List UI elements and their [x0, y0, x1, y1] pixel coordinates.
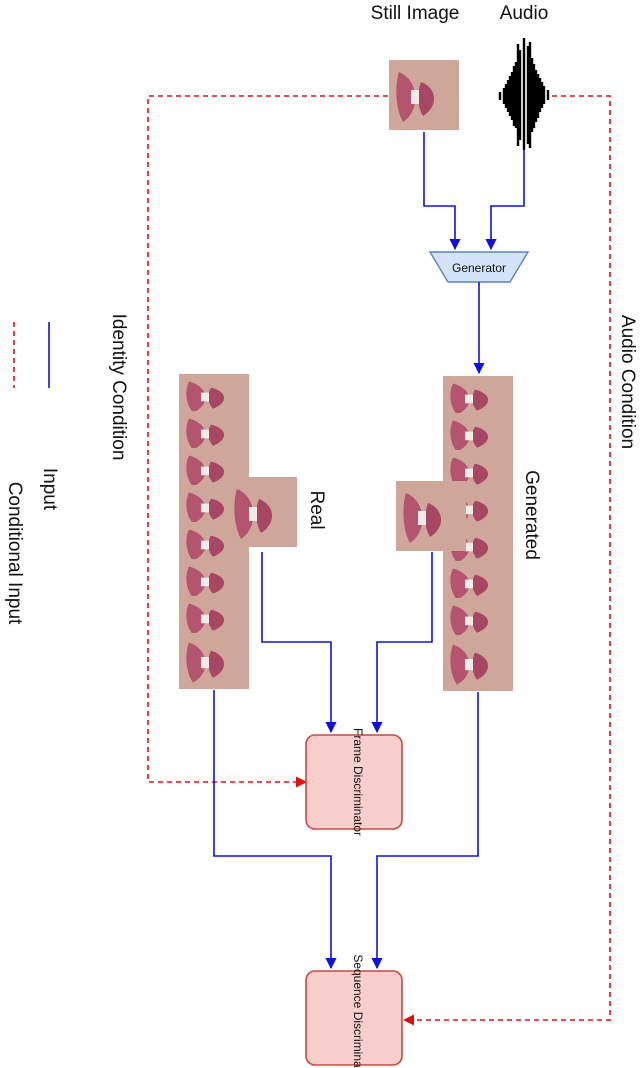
- audio-condition-line: [402, 95, 611, 1026]
- generator-label: Generator: [452, 261, 506, 275]
- audio-condition-label: Audio Condition: [617, 315, 638, 449]
- real-to-frame-disc-line: [261, 552, 337, 734]
- legend-conditional-input-label: Conditional Input: [4, 482, 25, 625]
- real-label: Real: [306, 490, 327, 529]
- audio-to-generator-line: [485, 150, 525, 251]
- still-image-thumbnail: [389, 60, 459, 130]
- still-image-label: Still Image: [371, 3, 460, 24]
- audio-label: Audio: [500, 3, 549, 24]
- identity-condition-line: [147, 95, 388, 788]
- audio-waveform-icon: [498, 38, 550, 150]
- real-single-frame: [227, 477, 297, 547]
- image-to-generator-line: [423, 132, 461, 251]
- legend-input-label: Input: [39, 468, 60, 511]
- generated-label: Generated: [521, 470, 542, 560]
- identity-condition-label: Identity Condition: [108, 314, 129, 461]
- frame-discriminator-label: Frame Discriminator: [351, 728, 365, 836]
- generated-single-frame: [396, 481, 466, 551]
- generated-to-frame-disc-line: [371, 552, 433, 734]
- generator-node: Generator: [428, 251, 530, 283]
- sequence-discriminator-label: Sequence Discriminator: [351, 954, 365, 1068]
- sequence-discriminator-node: Sequence Discriminator: [305, 954, 403, 1068]
- real-to-sequence-disc-line: [213, 690, 337, 970]
- generated-to-sequence-disc-line: [371, 692, 479, 970]
- legend: Input Conditional Input: [4, 322, 60, 625]
- frame-discriminator-node: Frame Discriminator: [305, 728, 403, 836]
